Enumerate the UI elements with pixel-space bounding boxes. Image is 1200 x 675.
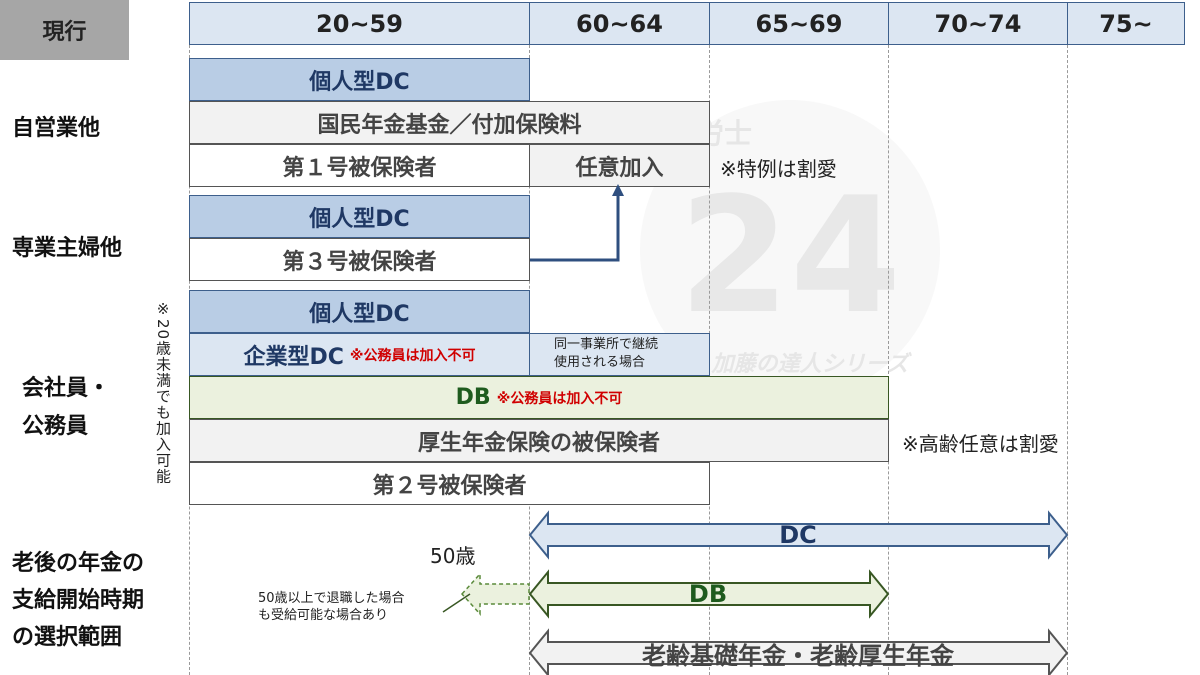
under-20-note: ※20歳未満でも加入可能: [154, 300, 172, 485]
age-header-60-64: 60~64: [529, 2, 710, 45]
age-header-70-74: 70~74: [888, 2, 1068, 45]
national-pension-fund: 国民年金基金／付加保険料: [189, 101, 710, 144]
grid-line-75: [1067, 45, 1068, 675]
continued-employment: 同一事業所で継続 使用される場合: [529, 333, 710, 376]
continued-employment-line1: 同一事業所で継続: [554, 337, 659, 352]
age-header-20-59: 20~59: [189, 2, 530, 45]
continued-employment-line2: 使用される場合: [554, 355, 646, 370]
age-50-label: 50歳: [430, 544, 476, 568]
welfare-pension-insured: 厚生年金保険の被保険者: [189, 419, 889, 462]
benefit-label-line3: の選択範囲: [12, 625, 123, 650]
public-pension-arrow: [528, 628, 1069, 675]
benefit-label-line2: 支給開始時期: [12, 588, 145, 613]
self-employed-idc: 個人型DC: [189, 58, 530, 101]
employee-idc: 個人型DC: [189, 290, 530, 333]
watermark-bottom: 加藤の達人シリーズ: [711, 352, 909, 377]
corporate-dc-label: 企業型DC: [243, 344, 344, 370]
early-retirement-line2: も受給可能な場合あり: [258, 608, 389, 623]
elderly-voluntary-note: ※高齢任意は割愛: [902, 432, 1059, 456]
corporate-dc: 企業型DC ※公務員は加入不可: [189, 333, 530, 376]
special-case-note: ※特例は割愛: [720, 157, 837, 181]
defined-benefit-label: DB: [455, 385, 491, 410]
defined-benefit: DB ※公務員は加入不可: [189, 376, 889, 419]
grid-line-70: [888, 45, 889, 675]
early-retirement-line1: 50歳以上で退職した場合: [258, 591, 405, 606]
early-note-pointer: [442, 593, 471, 613]
watermark-number: 24: [678, 161, 902, 349]
insured-type2: 第２号被保険者: [189, 462, 710, 505]
transfer-arrow: [530, 192, 620, 262]
category-self-employed: 自営業他: [12, 116, 101, 141]
public-pension-label: 老齢基礎年金・老齢厚生年金: [642, 641, 954, 670]
voluntary-enrollment: 任意加入: [529, 144, 710, 187]
early-db-arrow: [460, 572, 530, 616]
early-retirement-note: 50歳以上で退職した場合 も受給可能な場合あり: [258, 590, 405, 624]
benefit-label-line1: 老後の年金の: [12, 551, 145, 576]
transfer-arrow-head: [612, 184, 624, 196]
defined-benefit-note: ※公務員は加入不可: [496, 390, 623, 407]
insured-type3: 第３号被保険者: [189, 238, 530, 281]
corporate-dc-note: ※公務員は加入不可: [349, 347, 476, 364]
insured-type1: 第１号被保険者: [189, 144, 530, 187]
homemaker-idc: 個人型DC: [189, 195, 530, 238]
age-header-75: 75~: [1067, 2, 1185, 45]
category-employee-line1: 会社員・: [22, 376, 111, 401]
db-arrow: [528, 569, 890, 619]
category-employee-line2: 公務員: [22, 414, 89, 439]
dc-arrow-label: DC: [779, 521, 817, 549]
db-arrow-label: DB: [688, 580, 728, 608]
header-label: 現行: [0, 0, 129, 60]
dc-arrow: [528, 510, 1069, 560]
category-homemaker: 専業主婦他: [12, 236, 123, 261]
